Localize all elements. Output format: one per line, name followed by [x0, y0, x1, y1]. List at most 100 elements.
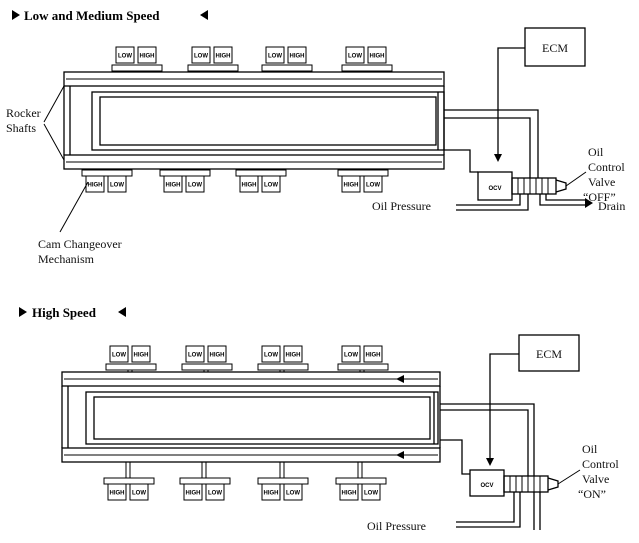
rocker-box-label: HIGH — [110, 491, 125, 497]
rocker-box-label: LOW — [344, 353, 358, 359]
top-cam-label-2: Mechanism — [38, 252, 95, 266]
bottom-ecm-label: ECM — [536, 347, 562, 361]
rocker-box — [115, 46, 135, 64]
rocker-box — [183, 483, 203, 501]
bottom-title-right-arrow-icon — [118, 307, 126, 317]
rocker-box-label: HIGH — [210, 353, 225, 359]
rocker-box-label: HIGH — [186, 491, 201, 497]
bottom-flow-arrow-icon — [396, 375, 404, 383]
bottom-right-link — [433, 386, 441, 448]
top-head-block — [91, 91, 445, 151]
top-drain-arrow-icon — [585, 198, 593, 208]
rocker-box — [287, 46, 307, 64]
bottom-lower-oil-line — [440, 439, 470, 475]
rocker-box-label: LOW — [364, 491, 378, 497]
top-ecm-box — [524, 27, 586, 67]
rocker-box-label: LOW — [208, 491, 222, 497]
rocker-arm-pair: HIGH LOW — [257, 462, 309, 501]
rocker-box-label: HIGH — [264, 491, 279, 497]
bottom-title-left-arrow-icon — [19, 307, 27, 317]
rocker-box-label: LOW — [110, 183, 124, 189]
bottom-upper-oil-line — [440, 403, 535, 476]
top-ecm-wire — [497, 47, 525, 66]
rocker-box — [185, 175, 205, 193]
rocker-box-label: HIGH — [134, 353, 149, 359]
rocker-box — [363, 175, 383, 193]
rocker-box-label: HIGH — [344, 183, 359, 189]
rocker-box-label: LOW — [268, 54, 282, 60]
top-drain-line — [539, 194, 585, 206]
rocker-box — [137, 46, 157, 64]
top-upper-oil-line — [444, 109, 539, 178]
rocker-box — [109, 345, 129, 363]
rocker-box-label: LOW — [118, 54, 132, 60]
top-signal-arrow-icon — [494, 154, 502, 162]
rocker-arm-pair: LOW HIGH — [341, 46, 393, 72]
bottom-signal-arrow-icon — [486, 458, 494, 466]
rocker-box — [129, 483, 149, 501]
top-ocv: OCV — [477, 171, 567, 201]
rocker-box — [361, 483, 381, 501]
rocker-box-label: LOW — [194, 54, 208, 60]
bottom-ecm-wire — [489, 353, 519, 370]
bottom-flow-arrow-icon — [396, 451, 404, 459]
rocker-box — [205, 483, 225, 501]
top-valve-label-4: “OFF” — [583, 190, 616, 204]
bottom-drain-line — [533, 492, 541, 530]
top-rocker-label-1: Rocker — [6, 106, 41, 120]
rocker-arm-pair: HIGH LOW — [179, 462, 231, 501]
rocker-box-label: HIGH — [286, 353, 301, 359]
rocker-box — [261, 345, 281, 363]
top-lower-rocker-shaft — [63, 154, 445, 170]
top-rocker-leader — [43, 85, 65, 161]
rocker-box-label: HIGH — [216, 54, 231, 60]
top-valve-leader — [565, 171, 587, 187]
top-drain-label: Drain — [598, 199, 625, 213]
rocker-box-label: HIGH — [342, 491, 357, 497]
rocker-box-label: LOW — [286, 491, 300, 497]
rocker-box — [363, 345, 383, 363]
rocker-box-label: LOW — [264, 353, 278, 359]
rocker-box-label: HIGH — [370, 54, 385, 60]
rocker-arm-pair: LOW HIGH — [187, 46, 239, 72]
rocker-arm-pair: LOW HIGH — [257, 345, 309, 372]
bottom-ocv-label: OCV — [480, 483, 493, 489]
bottom-lower-rocker-shaft — [61, 447, 441, 463]
rocker-box — [265, 46, 285, 64]
rocker-box — [283, 345, 303, 363]
rocker-box — [107, 483, 127, 501]
top-cam-leader — [59, 181, 89, 233]
rocker-box-label: HIGH — [166, 183, 181, 189]
rocker-box — [339, 483, 359, 501]
rocker-arm-pair: HIGH LOW — [335, 462, 387, 501]
rocker-box — [85, 175, 105, 193]
rocker-box-label: LOW — [348, 54, 362, 60]
rocker-box-label: HIGH — [366, 353, 381, 359]
bottom-title: High Speed — [32, 305, 97, 320]
bottom-upper-rocker-shaft — [61, 371, 441, 387]
rocker-box-label: HIGH — [242, 183, 257, 189]
rocker-arm-pair: LOW HIGH — [105, 345, 157, 372]
title-left-arrow-icon — [12, 10, 20, 20]
top-lower-oil-line — [444, 149, 478, 173]
top-title: Low and Medium Speed — [24, 8, 160, 23]
rocker-box — [261, 483, 281, 501]
top-right-link — [437, 86, 445, 155]
bottom-valve-label-4: “ON” — [578, 487, 606, 501]
top-ocv-label: OCV — [488, 186, 501, 192]
rocker-box-label: LOW — [112, 353, 126, 359]
top-upper-rocker-shaft — [63, 71, 445, 87]
rocker-box — [185, 345, 205, 363]
